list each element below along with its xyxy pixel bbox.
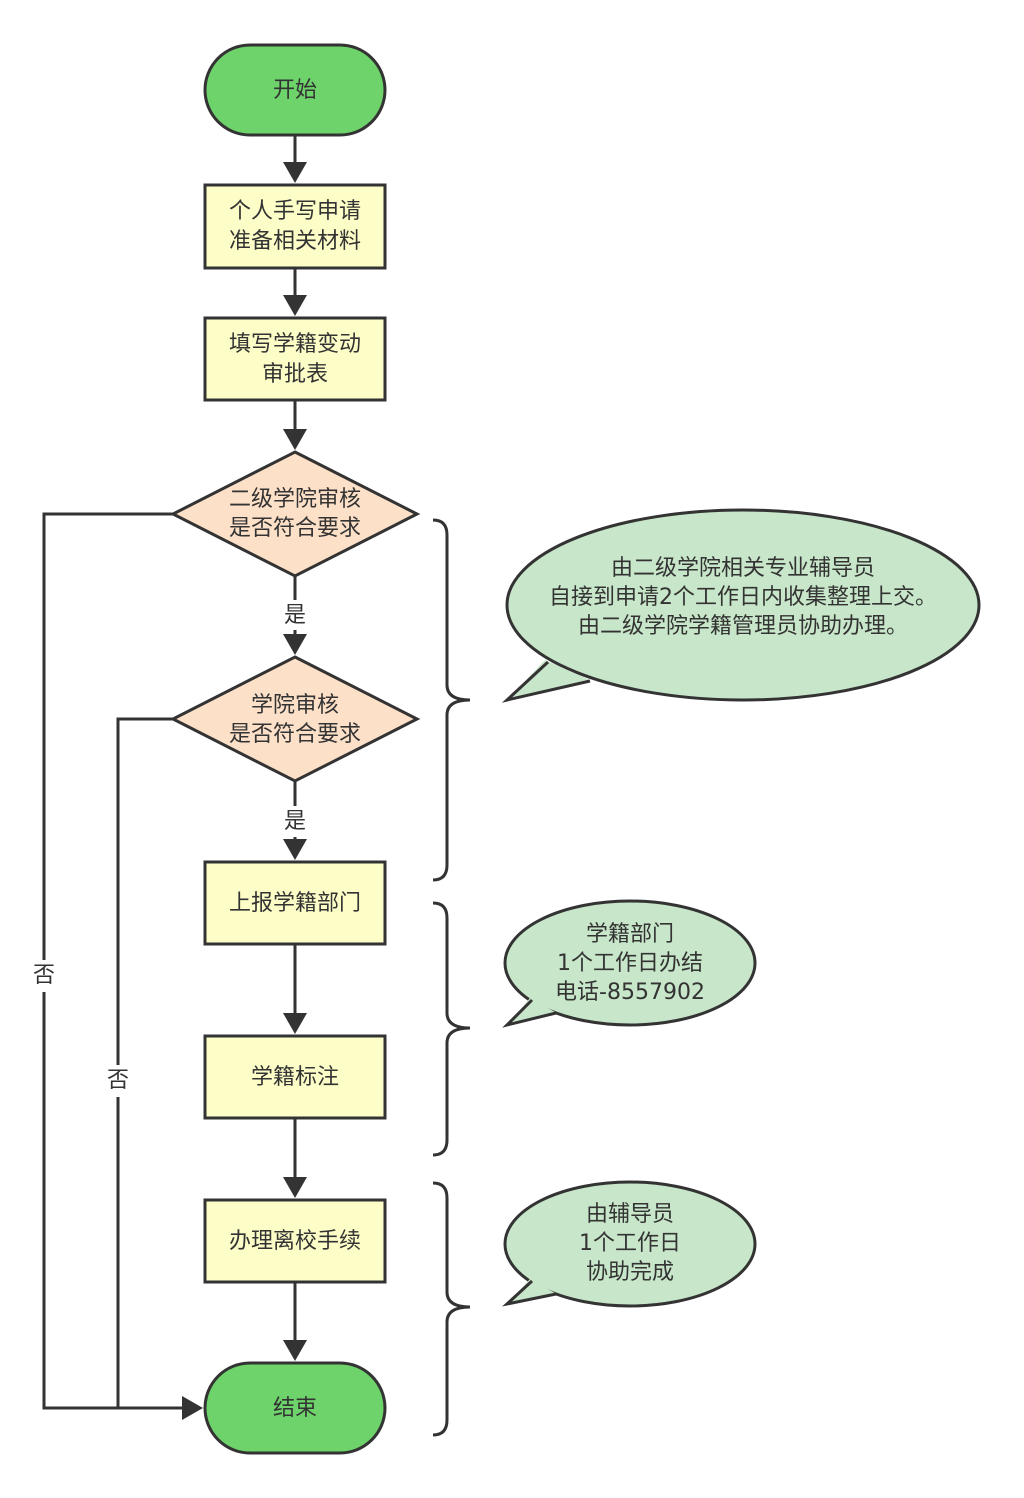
node-end-label: 结束	[273, 1396, 317, 1421]
node-decision2-line: 是否符合要求	[229, 722, 361, 747]
callout-2-line: 学籍部门	[586, 922, 674, 947]
callout-1-line: 由二级学院学籍管理员协助办理。	[578, 614, 908, 639]
node-step1: 个人手写申请 准备相关材料	[203, 183, 387, 270]
callout-3-line: 协助完成	[586, 1260, 674, 1285]
callout-2: 学籍部门 1个工作日办结 电话-8557902	[502, 899, 757, 1028]
arrow-no1-end	[42, 992, 203, 1420]
callout-3-line: 1个工作日	[579, 1231, 681, 1256]
node-step2-line: 填写学籍变动	[229, 332, 361, 357]
node-step4: 学籍标注	[203, 1034, 387, 1120]
callout-2-line: 1个工作日办结	[557, 951, 703, 976]
node-step5-label: 办理离校手续	[229, 1229, 361, 1254]
node-step1-line: 准备相关材料	[229, 229, 361, 254]
node-step4-label: 学籍标注	[251, 1065, 339, 1090]
callout-1-line: 自接到申请2个工作日内收集整理上交。	[549, 585, 937, 610]
callout-3-line: 由辅导员	[586, 1202, 674, 1227]
node-step2: 填写学籍变动 审批表	[203, 316, 387, 402]
node-start-label: 开始	[273, 78, 317, 103]
node-step5: 办理离校手续	[203, 1198, 387, 1284]
brace-1	[432, 518, 471, 882]
node-step3-label: 上报学籍部门	[229, 891, 361, 916]
node-step3: 上报学籍部门	[203, 860, 387, 946]
brace-3	[432, 1181, 471, 1437]
node-decision2-line: 学院审核	[251, 693, 339, 718]
line-no1-a	[42, 512, 173, 960]
edge-label-no1: 否	[33, 963, 55, 988]
brace-2	[432, 901, 471, 1157]
edge-label-no2: 否	[107, 1068, 129, 1093]
edge-label-yes1: 是	[284, 603, 306, 628]
node-decision2: 学院审核 是否符合要求	[169, 655, 421, 783]
callout-1-line: 由二级学院相关专业辅导员	[611, 556, 875, 581]
node-end: 结束	[203, 1361, 387, 1455]
node-step2-line: 审批表	[262, 362, 328, 387]
edge-label-yes2: 是	[284, 809, 306, 834]
node-decision1-line: 二级学院审核	[229, 487, 361, 512]
callout-3: 由辅导员 1个工作日 协助完成	[502, 1180, 757, 1308]
callout-1: 由二级学院相关专业辅导员 自接到申请2个工作日内收集整理上交。 由二级学院学籍管…	[501, 508, 981, 703]
node-decision1-line: 是否符合要求	[229, 516, 361, 541]
line-no2-a	[116, 717, 173, 1065]
edges	[42, 136, 307, 1420]
callout-2-line: 电话-8557902	[555, 980, 705, 1005]
node-step1-line: 个人手写申请	[229, 199, 361, 224]
node-start: 开始	[203, 43, 387, 137]
node-decision1: 二级学院审核 是否符合要求	[169, 450, 421, 578]
